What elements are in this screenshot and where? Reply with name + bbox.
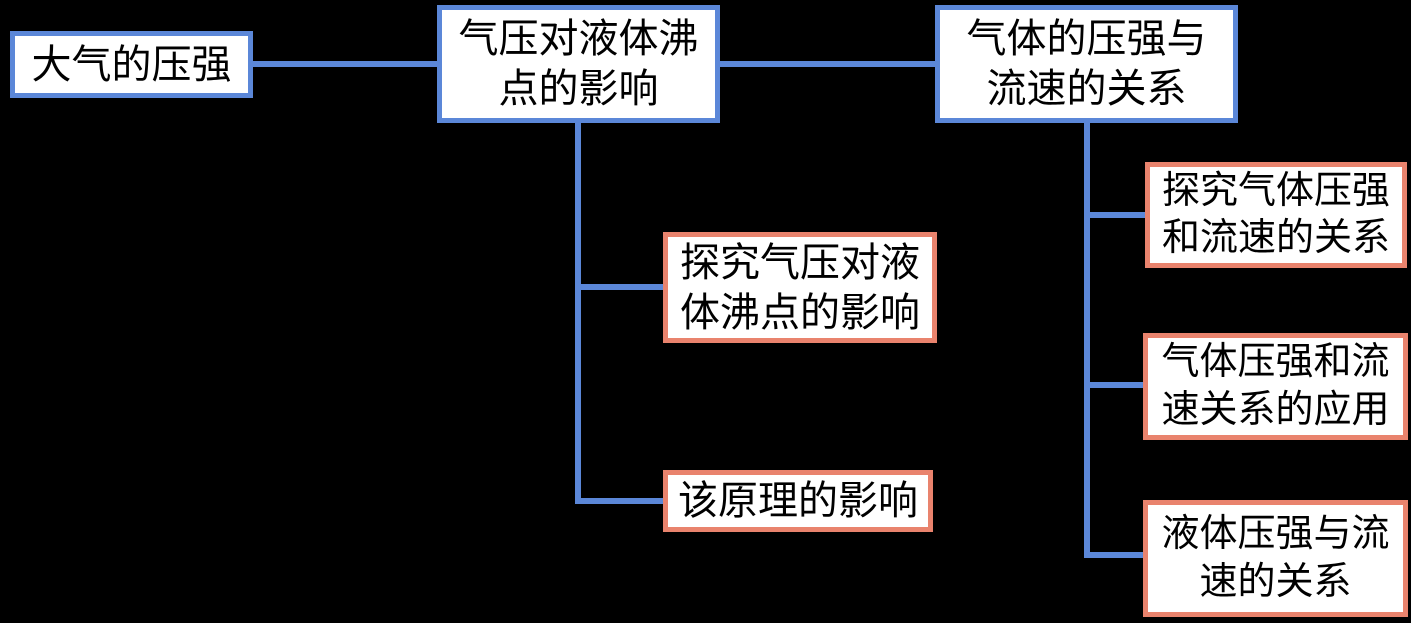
connector-branch-explore-gasflow <box>1090 212 1145 218</box>
connector-trunk-boiling <box>575 123 581 504</box>
connector-branch-principle-effect <box>581 498 663 504</box>
connector-root-to-boiling <box>253 61 437 67</box>
node-explore-gas-pressure-flow[interactable]: 探究气体压强 和流速的关系 <box>1145 162 1407 268</box>
node-principle-effect[interactable]: 该原理的影响 <box>663 470 933 532</box>
node-gas-pressure-flow-relation[interactable]: 气体的压强与 流速的关系 <box>935 5 1238 123</box>
node-atmospheric-pressure[interactable]: 大气的压强 <box>10 31 253 98</box>
connector-boiling-to-gasflow <box>720 61 935 67</box>
node-pressure-effect-on-boiling-point[interactable]: 气压对液体沸 点的影响 <box>437 5 720 123</box>
connector-branch-explore-boiling <box>581 284 663 290</box>
node-gas-flow-application[interactable]: 气体压强和流 速关系的应用 <box>1143 333 1408 440</box>
connector-branch-liquid-flow <box>1090 552 1143 558</box>
connector-branch-application <box>1090 382 1143 388</box>
connector-trunk-gasflow <box>1084 123 1090 558</box>
node-liquid-pressure-flow[interactable]: 液体压强与流 速的关系 <box>1143 500 1408 617</box>
node-explore-pressure-boiling[interactable]: 探究气压对液 体沸点的影响 <box>663 232 937 343</box>
